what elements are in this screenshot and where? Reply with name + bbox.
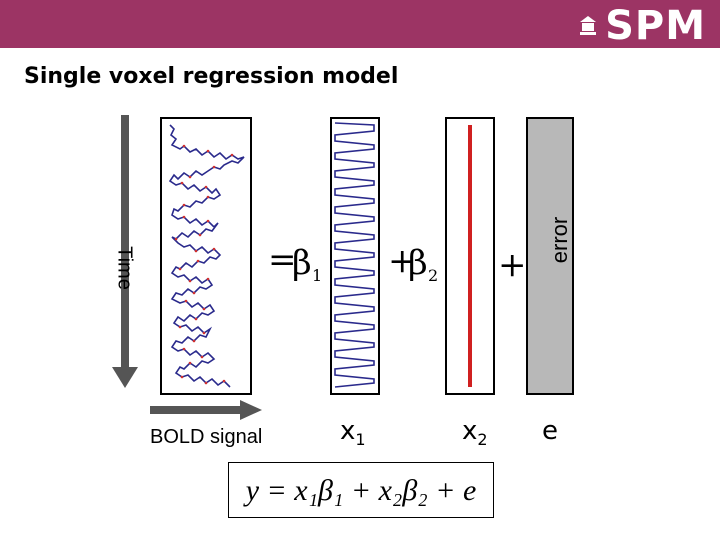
- time-axis-label: Time: [113, 246, 136, 290]
- plus-sign-1: +: [388, 241, 417, 281]
- bold-signal-label: BOLD signal: [150, 426, 263, 448]
- time-arrow-icon: [112, 115, 138, 388]
- header-bar: [0, 0, 720, 48]
- regressor-x2-trace: [468, 125, 472, 387]
- error-plot: [526, 117, 574, 395]
- regressor-x2-plot: [445, 117, 495, 395]
- beta-2-symbol: β: [408, 243, 428, 283]
- bold-signal-trace: [168, 124, 245, 388]
- university-logo-icon: [580, 16, 596, 35]
- bold-signal-plot: [160, 117, 252, 395]
- plus-sign-2: +: [498, 245, 527, 285]
- beta-1-symbol: β: [292, 243, 312, 283]
- e-label: e: [542, 416, 558, 446]
- slide-title: Single voxel regression model: [24, 64, 399, 89]
- regression-equation: y = x₁β₁ + x₂β₂ + e: [228, 462, 494, 518]
- x1-label: x1: [340, 416, 366, 449]
- x2-label: x2: [462, 416, 488, 449]
- beta-1-subscript: 1: [312, 266, 323, 285]
- beta-2-subscript: 2: [428, 266, 439, 285]
- bold-signal-arrow-icon: [150, 400, 262, 420]
- regressor-x1-trace: [334, 122, 375, 388]
- regressor-x1-plot: [330, 117, 380, 395]
- spm-logo: SPM: [605, 3, 706, 49]
- error-label: error: [547, 216, 572, 264]
- equals-sign: =: [268, 240, 297, 280]
